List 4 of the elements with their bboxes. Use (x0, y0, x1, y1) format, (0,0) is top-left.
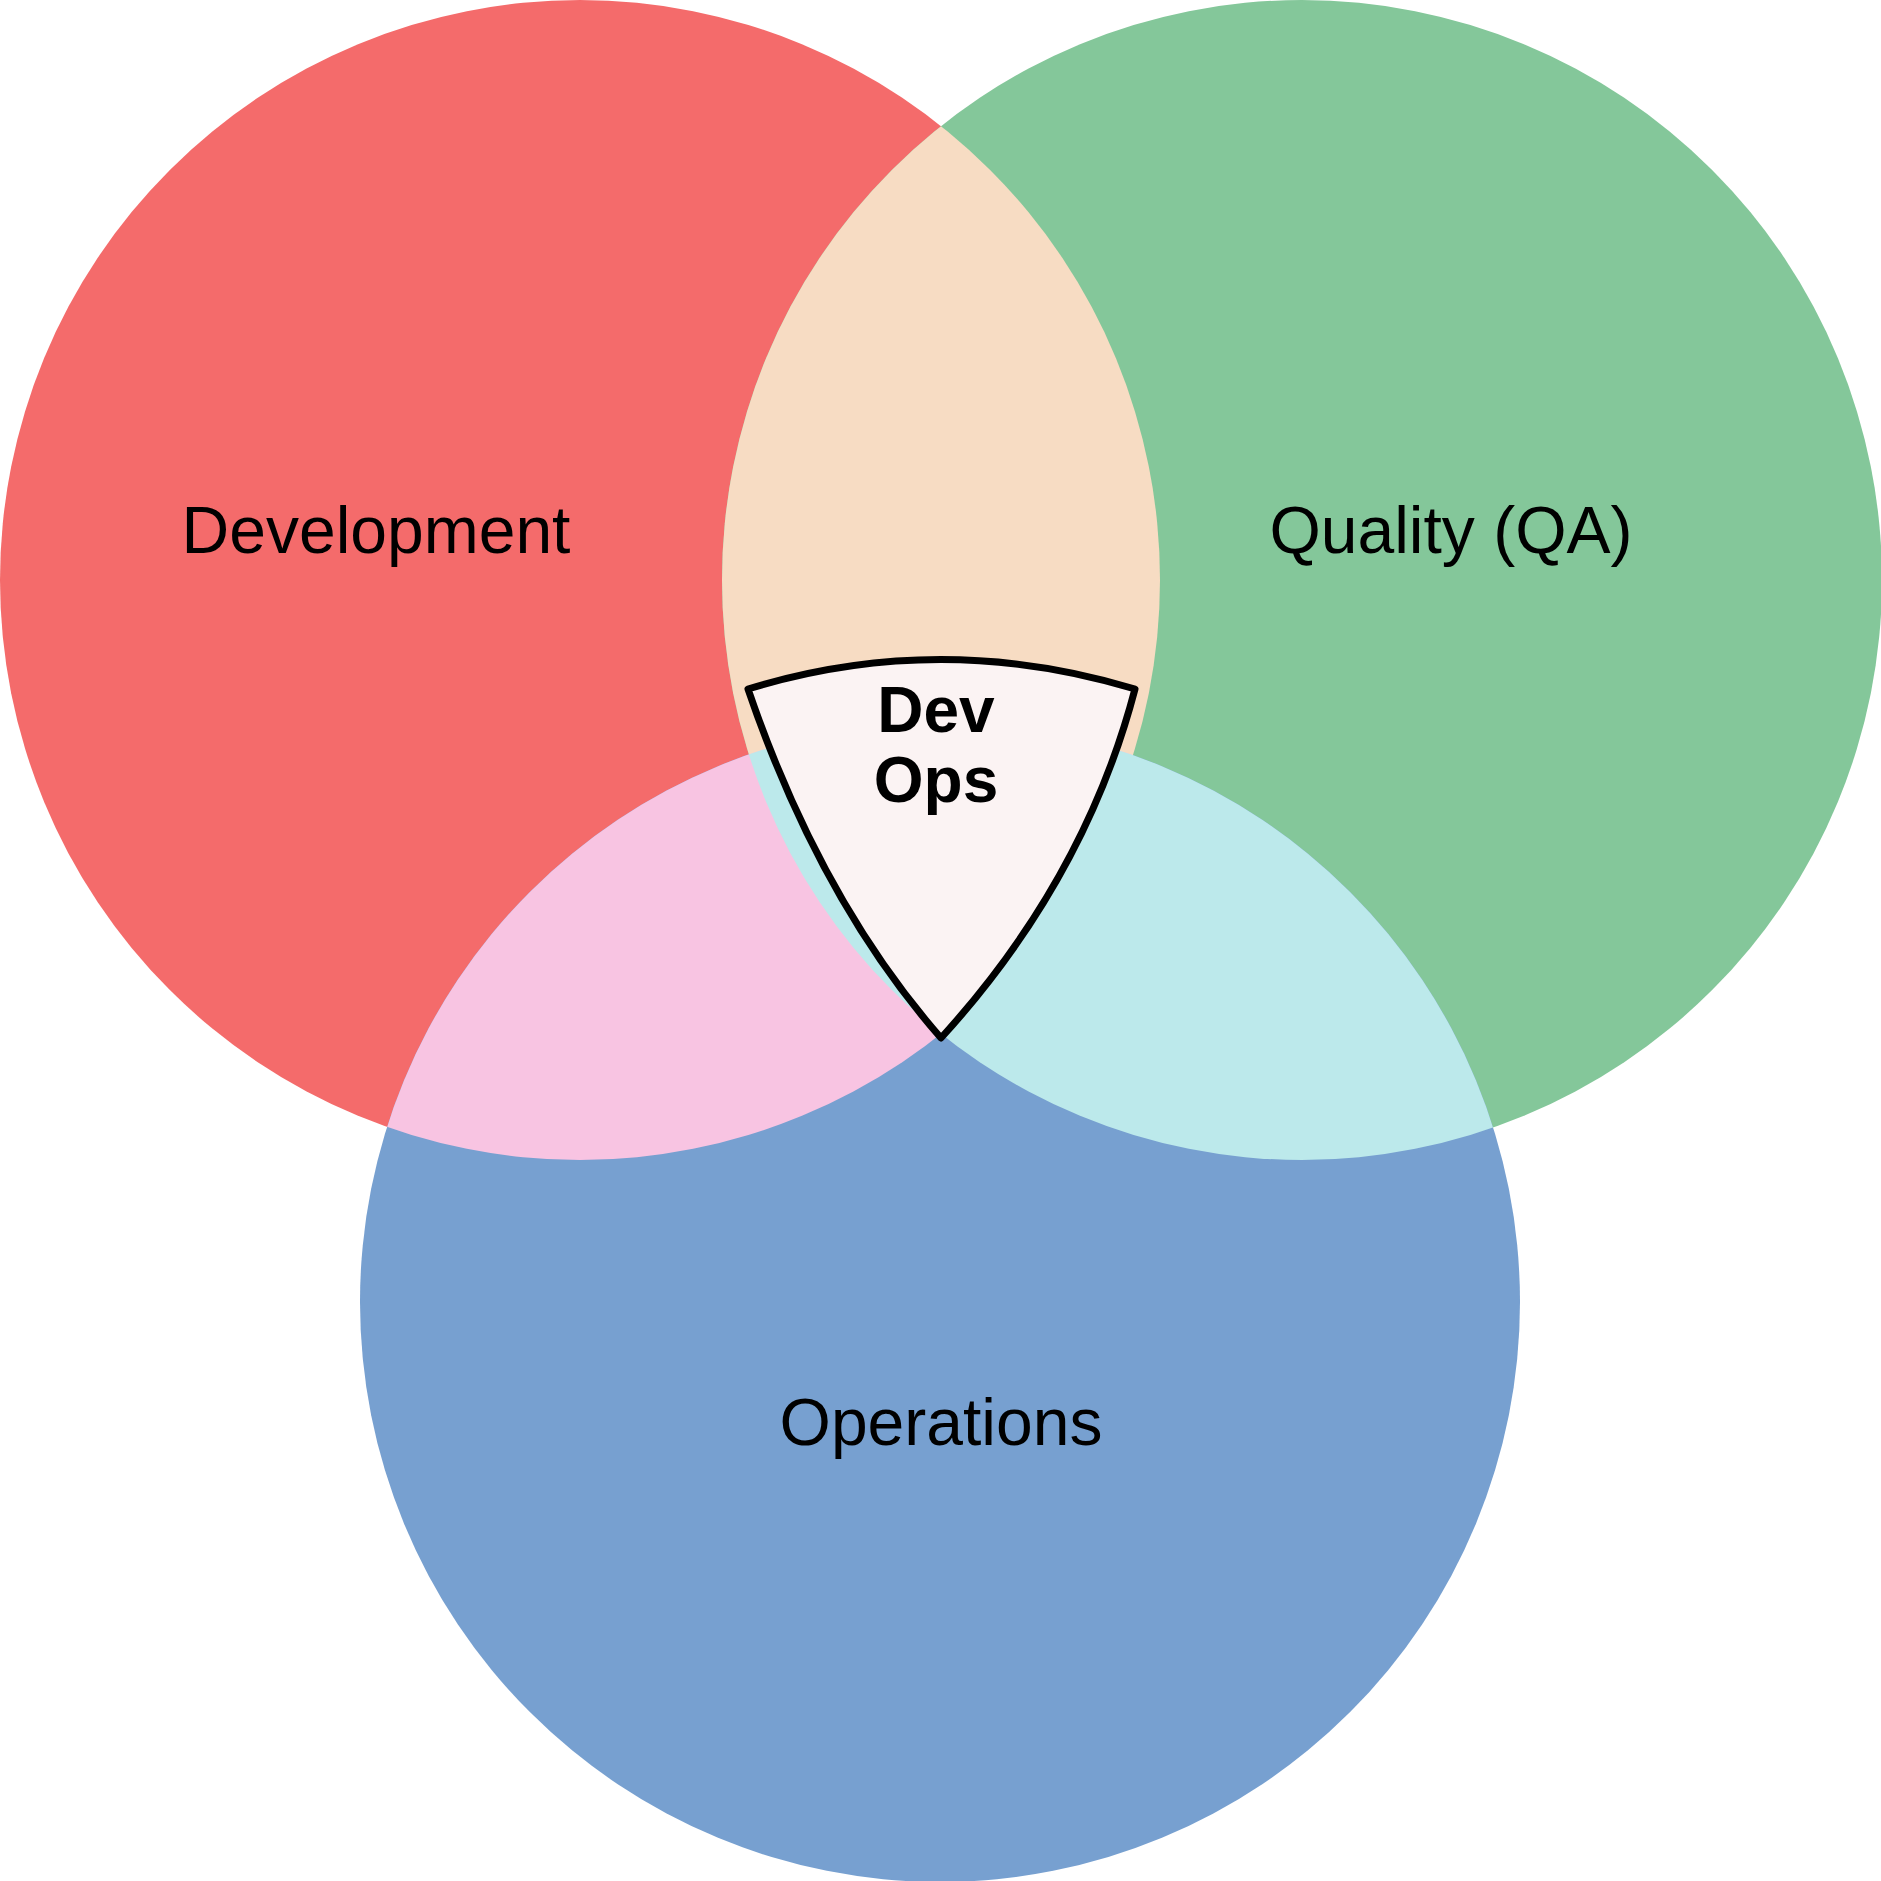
region-label: Dev Ops (873, 674, 999, 816)
region-label: Quality (QA) (1269, 493, 1633, 567)
region-label: Development (181, 493, 571, 567)
region-label: Operations (779, 1385, 1103, 1459)
